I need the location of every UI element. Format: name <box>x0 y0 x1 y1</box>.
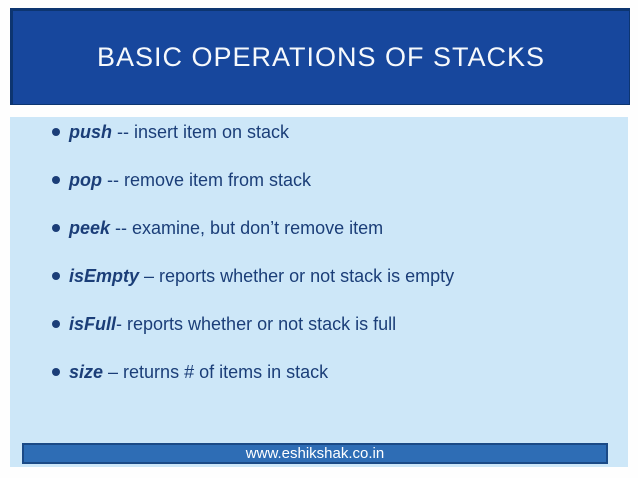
list-item-isfull: isFull- reports whether or not stack is … <box>52 312 618 360</box>
bullet-keyword: pop <box>69 170 102 190</box>
bullet-text: -- remove item from stack <box>102 170 312 190</box>
bullet-text: -- examine, but don’t remove item <box>110 218 384 238</box>
slide-content-panel: push -- insert item on stack pop -- remo… <box>10 117 628 467</box>
bullet-keyword: size <box>69 362 104 382</box>
list-item-push: push -- insert item on stack <box>52 120 618 168</box>
bullet-keyword: isFull <box>69 314 117 334</box>
list-item-isempty: isEmpty – reports whether or not stack i… <box>52 264 618 312</box>
bullet-icon <box>52 128 60 136</box>
footer-banner: www.eshikshak.co.in <box>22 443 608 464</box>
bullet-text: -- insert item on stack <box>112 122 290 142</box>
list-item-size: size – returns # of items in stack <box>52 360 618 408</box>
bullet-text: – returns # of items in stack <box>103 362 329 382</box>
page-title: BASIC OPERATIONS OF STACKS <box>96 42 546 72</box>
bullet-icon <box>52 320 60 328</box>
bullet-keyword: isEmpty <box>69 266 140 286</box>
bullet-text: - reports whether or not stack is full <box>116 314 397 334</box>
bullet-icon <box>52 272 60 280</box>
list-item-pop: pop -- remove item from stack <box>52 168 618 216</box>
bullet-text: – reports whether or not stack is empty <box>139 266 455 286</box>
operations-list: push -- insert item on stack pop -- remo… <box>10 117 628 408</box>
footer-url: www.eshikshak.co.in <box>245 445 385 462</box>
slide-title-banner: BASIC OPERATIONS OF STACKS <box>10 8 630 105</box>
bullet-keyword: push <box>69 122 112 142</box>
bullet-keyword: peek <box>69 218 111 238</box>
bullet-icon <box>52 176 60 184</box>
list-item-peek: peek -- examine, but don’t remove item <box>52 216 618 264</box>
bullet-icon <box>52 224 60 232</box>
bullet-icon <box>52 368 60 376</box>
